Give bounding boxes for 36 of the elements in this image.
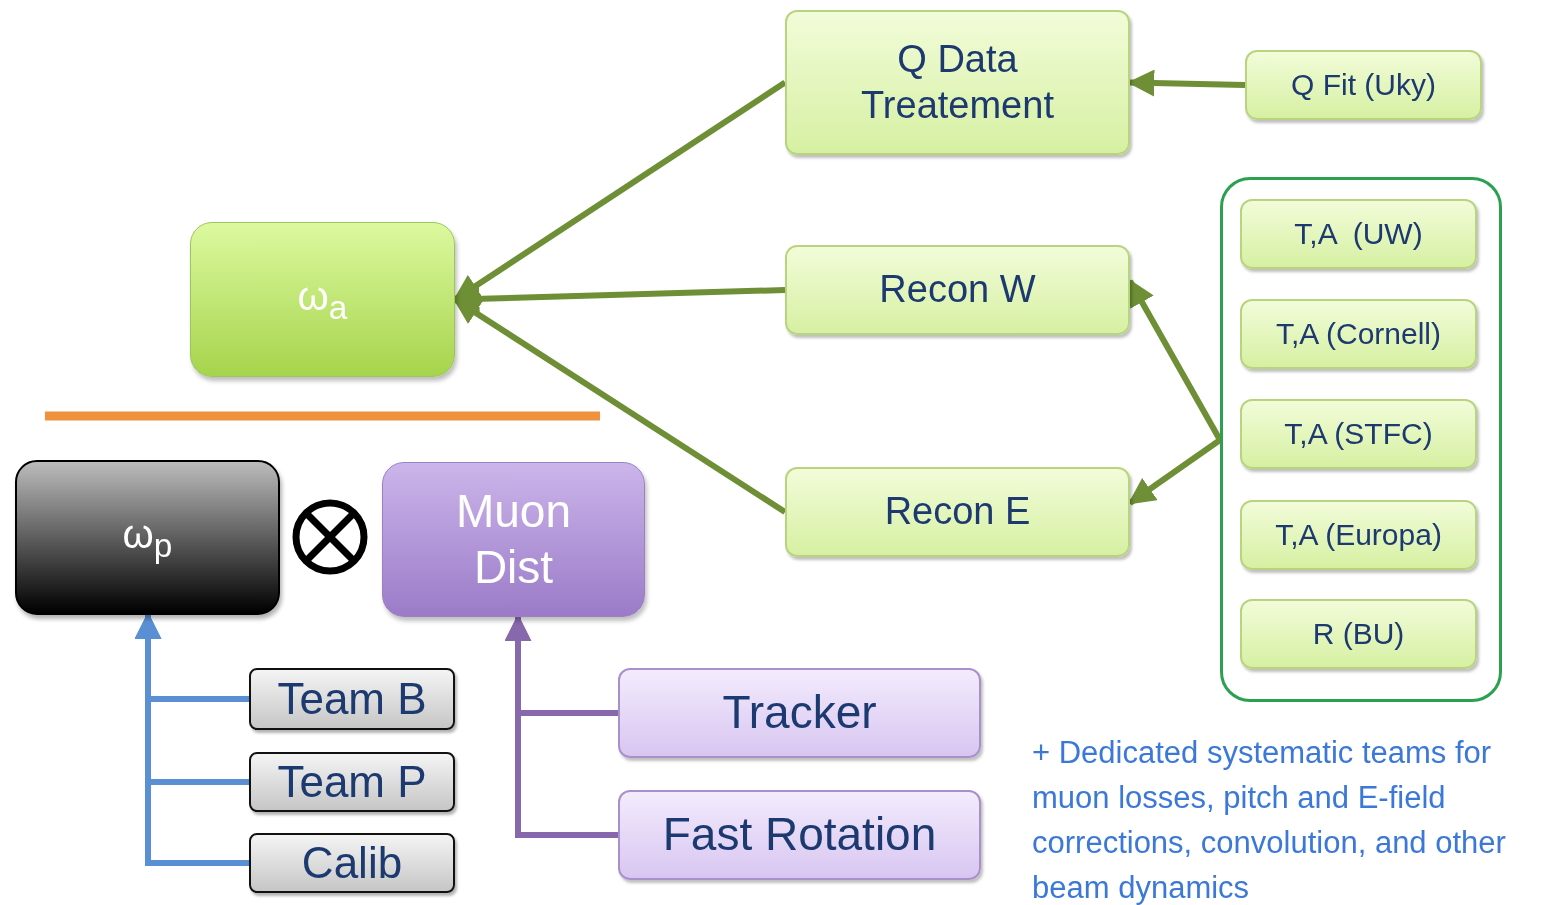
note-text: + Dedicated systematic teams for muon losses, pitch and E-field corrections, convolution, and other beam dynamics xyxy=(1032,734,1507,905)
box-label: ω$_{p}$ xyxy=(122,510,173,566)
box-label: Q Data Treatement xyxy=(860,36,1055,128)
box-label: Q Fit (Uky) xyxy=(1291,67,1436,103)
process-box xyxy=(249,833,455,893)
box-label: T,A (Europa) xyxy=(1275,517,1442,553)
process-box xyxy=(785,467,1130,557)
process-box xyxy=(1240,399,1477,469)
process-box xyxy=(618,668,981,758)
process-box xyxy=(1240,599,1477,669)
box-label: Team P xyxy=(277,755,427,808)
box-label: Tracker xyxy=(722,685,877,741)
process-box xyxy=(15,460,280,615)
box-label: Team B xyxy=(277,672,427,725)
box-label: R (BU) xyxy=(1312,616,1405,652)
box-label: Fast Rotation xyxy=(662,807,937,863)
process-box xyxy=(1240,199,1477,269)
box-label: Recon W xyxy=(879,267,1036,313)
box-label: ω$_{a}$ xyxy=(297,272,348,328)
process-box xyxy=(785,10,1130,155)
process-box xyxy=(1240,299,1477,369)
box-label: Calib xyxy=(301,836,403,889)
process-box xyxy=(382,462,645,617)
box-label: Muon Dist xyxy=(454,484,573,595)
process-box xyxy=(190,222,455,377)
process-box xyxy=(249,752,455,812)
group-box xyxy=(1220,177,1502,702)
process-box xyxy=(785,245,1130,335)
process-box xyxy=(249,668,455,730)
process-box xyxy=(618,790,981,880)
box-label: T,A (STFC) xyxy=(1284,416,1433,452)
process-box xyxy=(1240,500,1477,570)
box-label: T,A (Cornell) xyxy=(1275,316,1441,352)
box-label: Recon E xyxy=(884,489,1031,535)
process-box xyxy=(1245,50,1482,120)
box-label: T,A (UW) xyxy=(1294,216,1423,252)
